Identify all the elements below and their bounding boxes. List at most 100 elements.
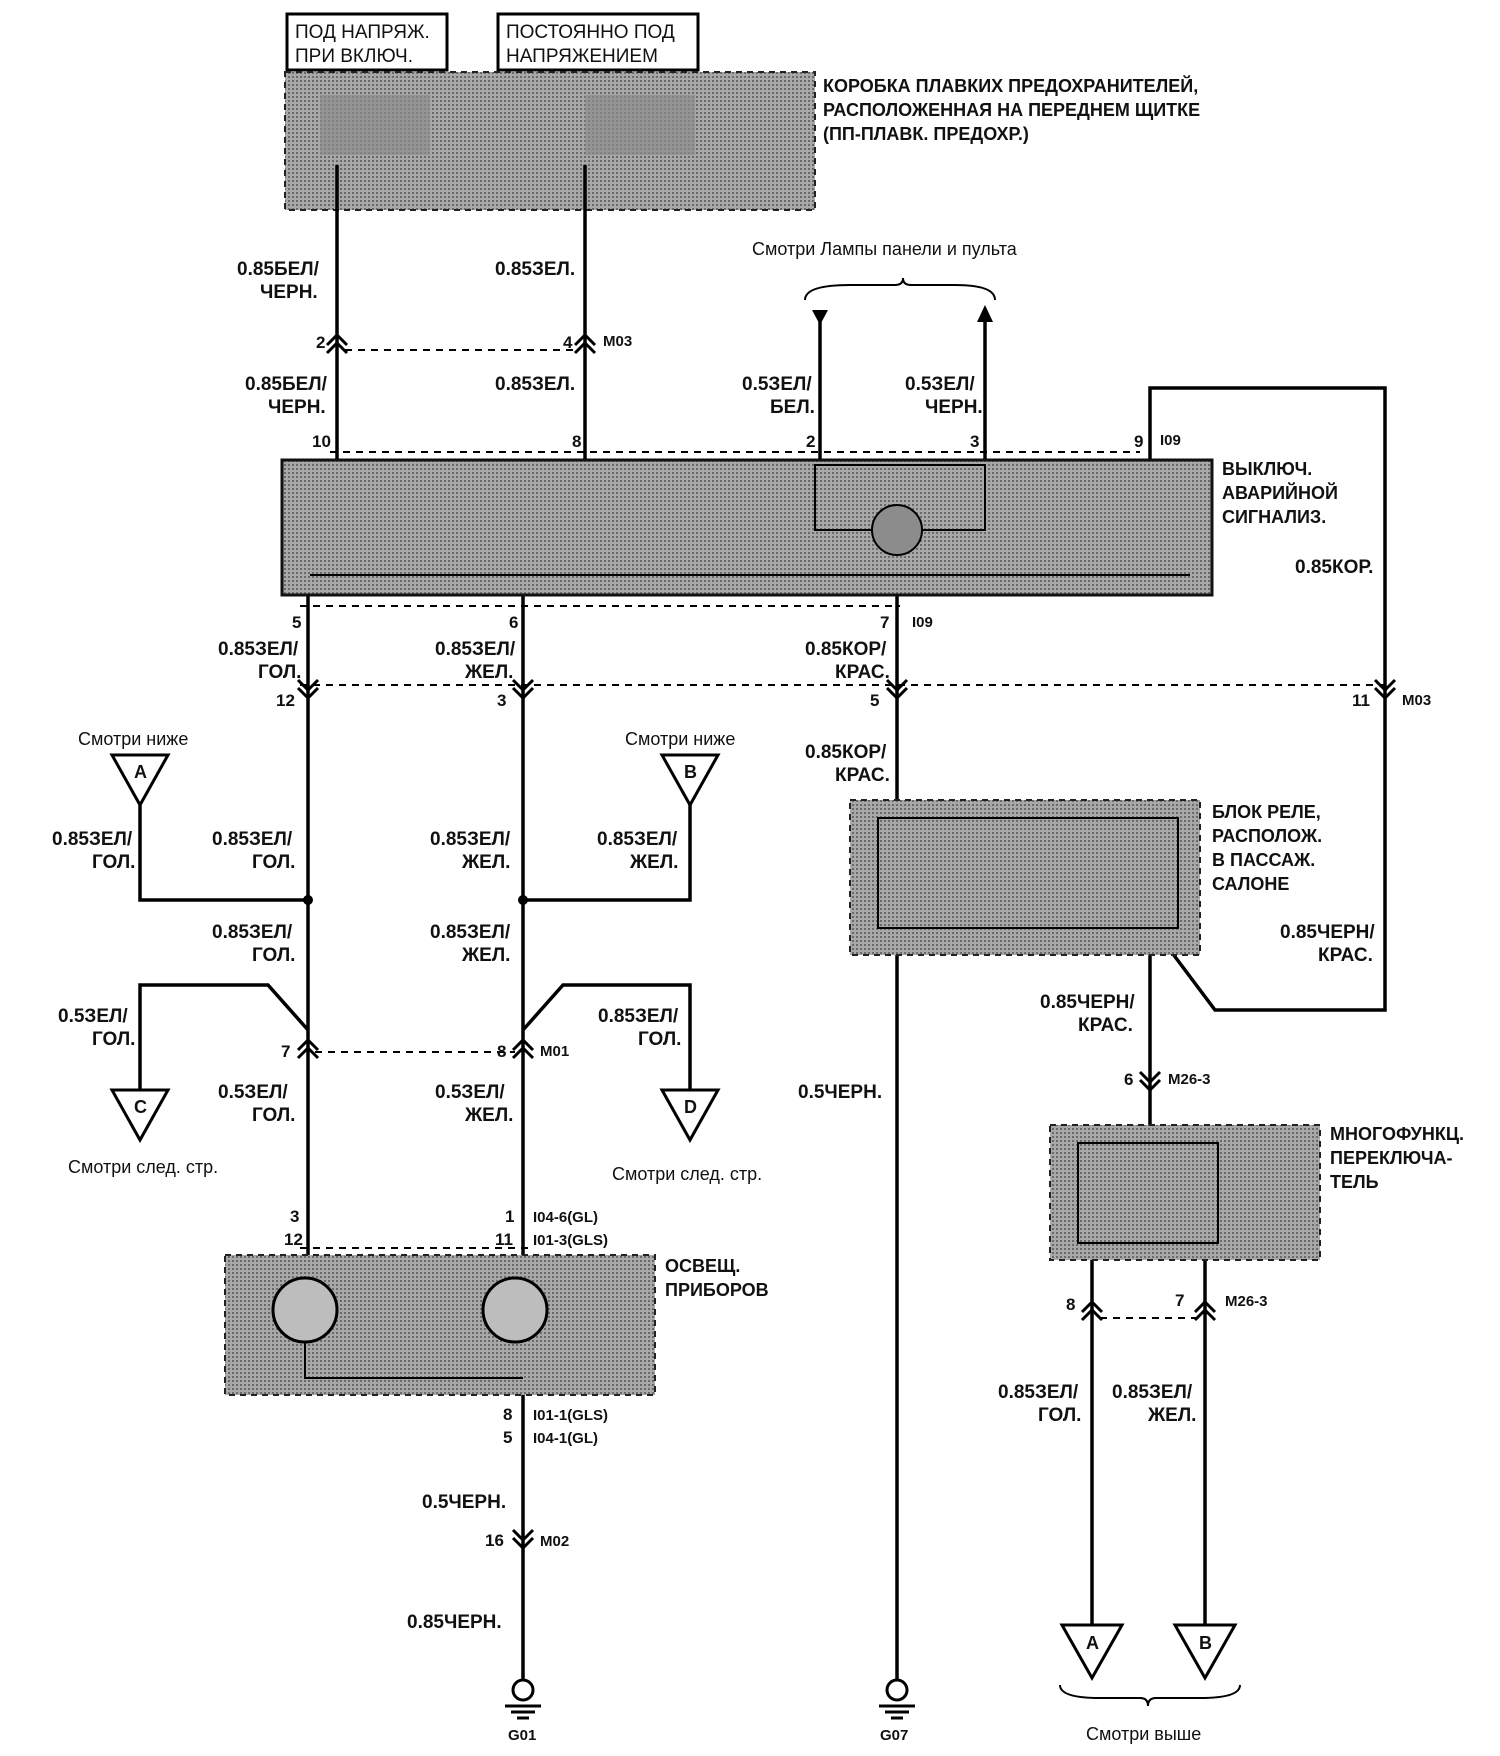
svg-text:12: 12 (276, 691, 295, 710)
svg-text:0.85ЗЕЛ/: 0.85ЗЕЛ/ (998, 1382, 1079, 1403)
svg-text:СИГНАЛИЗ.: СИГНАЛИЗ. (1222, 507, 1326, 527)
svg-text:ЖЕЛ.: ЖЕЛ. (461, 852, 510, 873)
svg-text:0.5ЗЕЛ/: 0.5ЗЕЛ/ (742, 374, 812, 395)
svg-text:D: D (684, 1097, 697, 1117)
svg-text:0.85ЗЕЛ/: 0.85ЗЕЛ/ (430, 922, 511, 943)
svg-text:M03: M03 (603, 333, 632, 350)
svg-text:ГОЛ.: ГОЛ. (252, 852, 295, 873)
svg-text:G01: G01 (508, 1727, 536, 1744)
svg-text:2: 2 (806, 432, 815, 451)
svg-text:ЧЕРН.: ЧЕРН. (260, 282, 318, 303)
svg-text:ГОЛ.: ГОЛ. (1038, 1405, 1081, 1426)
svg-text:ЖЕЛ.: ЖЕЛ. (1147, 1405, 1196, 1426)
svg-text:11: 11 (1352, 691, 1370, 710)
see-above-brace (1059, 1684, 1241, 1707)
svg-text:НАПРЯЖЕНИЕМ: НАПРЯЖЕНИЕМ (506, 46, 658, 67)
note-next-page-c: Смотри след. стр. (68, 1157, 218, 1177)
svg-text:I09: I09 (1160, 432, 1181, 449)
svg-text:7: 7 (880, 613, 889, 632)
svg-text:1: 1 (505, 1207, 514, 1226)
svg-text:5: 5 (870, 691, 879, 710)
svg-text:ЧЕРН.: ЧЕРН. (268, 397, 326, 418)
supply-ign-box: ПОД НАПРЯЖ. ПРИ ВКЛЮЧ. (285, 12, 449, 72)
svg-text:7: 7 (281, 1042, 290, 1061)
svg-text:I09: I09 (912, 614, 933, 631)
svg-text:ЖЕЛ.: ЖЕЛ. (629, 852, 678, 873)
svg-text:0.5ЧЕРН.: 0.5ЧЕРН. (798, 1082, 882, 1103)
svg-text:16: 16 (485, 1531, 504, 1550)
supply-constant-box: ПОСТОЯННО ПОД НАПРЯЖЕНИЕМ (496, 12, 700, 72)
svg-text:0.85ЧЕРН/: 0.85ЧЕРН/ (1040, 992, 1135, 1013)
svg-text:ТЕЛЬ: ТЕЛЬ (1330, 1172, 1379, 1192)
svg-text:G07: G07 (880, 1727, 908, 1744)
multifunction-switch: МНОГОФУНКЦ. ПЕРЕКЛЮЧА- ТЕЛЬ (1049, 1124, 1464, 1261)
svg-text:ГОЛ.: ГОЛ. (252, 945, 295, 966)
svg-text:12: 12 (284, 1230, 303, 1249)
ground-g01: G01 (505, 1610, 541, 1744)
svg-text:A: A (1086, 1633, 1099, 1653)
ref-triangle-d: D (659, 1088, 721, 1144)
svg-text:РАСПОЛОЖ.: РАСПОЛОЖ. (1212, 826, 1322, 846)
svg-text:В ПАССАЖ.: В ПАССАЖ. (1212, 850, 1315, 870)
svg-text:АВАРИЙНОЙ: АВАРИЙНОЙ (1222, 482, 1338, 503)
instrument-lighting: ОСВЕЩ. ПРИБОРОВ (224, 1254, 769, 1396)
svg-text:0.5ЗЕЛ/: 0.5ЗЕЛ/ (905, 374, 975, 395)
svg-text:10: 10 (312, 432, 331, 451)
svg-text:ГОЛ.: ГОЛ. (252, 1105, 295, 1126)
svg-text:M26-3: M26-3 (1168, 1071, 1211, 1088)
svg-text:0.85БЕЛ/: 0.85БЕЛ/ (237, 259, 320, 280)
hazard-switch: ВЫКЛЮЧ. АВАРИЙНОЙ СИГНАЛИЗ. (280, 458, 1338, 597)
svg-text:0.85ЗЕЛ/: 0.85ЗЕЛ/ (597, 829, 678, 850)
svg-text:КРАС.: КРАС. (835, 662, 890, 683)
svg-text:0.85ЗЕЛ/: 0.85ЗЕЛ/ (430, 829, 511, 850)
wire-labels: 0.85БЕЛ/ ЧЕРН. 0.85ЗЕЛ. 0.85БЕЛ/ ЧЕРН. 0… (52, 259, 1375, 1633)
svg-text:M01: M01 (540, 1043, 569, 1060)
svg-text:0.85ЗЕЛ/: 0.85ЗЕЛ/ (598, 1006, 679, 1027)
svg-text:B: B (1199, 1633, 1212, 1653)
svg-text:КРАС.: КРАС. (1318, 945, 1373, 966)
svg-text:КРАС.: КРАС. (1078, 1015, 1133, 1036)
svg-text:БЕЛ.: БЕЛ. (770, 397, 815, 418)
svg-text:ПРИ ВКЛЮЧ.: ПРИ ВКЛЮЧ. (295, 46, 413, 67)
svg-text:2: 2 (316, 333, 325, 352)
svg-text:0.5ЗЕЛ/: 0.5ЗЕЛ/ (58, 1006, 128, 1027)
svg-text:I01-3(GLS): I01-3(GLS) (533, 1232, 608, 1249)
svg-text:ПОСТОЯННО ПОД: ПОСТОЯННО ПОД (506, 22, 675, 43)
note-see-below-a: Смотри ниже (78, 729, 188, 749)
svg-text:ПРИБОРОВ: ПРИБОРОВ (665, 1280, 769, 1300)
svg-text:3: 3 (290, 1207, 299, 1226)
svg-text:8: 8 (1066, 1295, 1075, 1314)
svg-text:0.85ЧЕРН.: 0.85ЧЕРН. (407, 1612, 502, 1633)
svg-text:0.85ЗЕЛ.: 0.85ЗЕЛ. (495, 374, 575, 395)
note-see-above: Смотри выше (1086, 1724, 1201, 1744)
ref-triangle-a: A (109, 753, 171, 809)
svg-text:I01-1(GLS): I01-1(GLS) (533, 1407, 608, 1424)
svg-text:4: 4 (563, 333, 573, 352)
svg-text:A: A (134, 762, 147, 782)
fuse-box-label-3: (ПП-ПЛАВК. ПРЕДОХР.) (823, 124, 1029, 144)
svg-text:M02: M02 (540, 1533, 569, 1550)
svg-text:M03: M03 (1402, 692, 1431, 709)
svg-text:0.85ЗЕЛ.: 0.85ЗЕЛ. (495, 259, 575, 280)
svg-text:3: 3 (497, 691, 506, 710)
svg-text:ГОЛ.: ГОЛ. (258, 662, 301, 683)
svg-text:0.5ЗЕЛ/: 0.5ЗЕЛ/ (435, 1082, 505, 1103)
svg-text:8: 8 (497, 1042, 506, 1061)
svg-text:ЖЕЛ.: ЖЕЛ. (464, 1105, 513, 1126)
ref-triangle-b: B (659, 753, 721, 809)
svg-text:8: 8 (503, 1405, 512, 1424)
svg-text:ВЫКЛЮЧ.: ВЫКЛЮЧ. (1222, 459, 1312, 479)
svg-text:0.85ЗЕЛ/: 0.85ЗЕЛ/ (52, 829, 133, 850)
connector-dash-lines (300, 349, 1385, 1319)
svg-text:0.85КОР.: 0.85КОР. (1295, 557, 1373, 578)
svg-text:7: 7 (1175, 1291, 1184, 1310)
svg-text:0.85КОР/: 0.85КОР/ (805, 639, 887, 660)
svg-text:8: 8 (572, 432, 581, 451)
svg-text:ПЕРЕКЛЮЧА-: ПЕРЕКЛЮЧА- (1330, 1148, 1453, 1168)
svg-text:C: C (134, 1097, 147, 1117)
svg-text:0.85ЗЕЛ/: 0.85ЗЕЛ/ (212, 829, 293, 850)
fuse-box-label-2: РАСПОЛОЖЕННАЯ НА ПЕРЕДНЕМ ЩИТКЕ (823, 100, 1200, 120)
connector-chevrons (296, 332, 1397, 1551)
panel-lamp-arrows (804, 277, 996, 325)
